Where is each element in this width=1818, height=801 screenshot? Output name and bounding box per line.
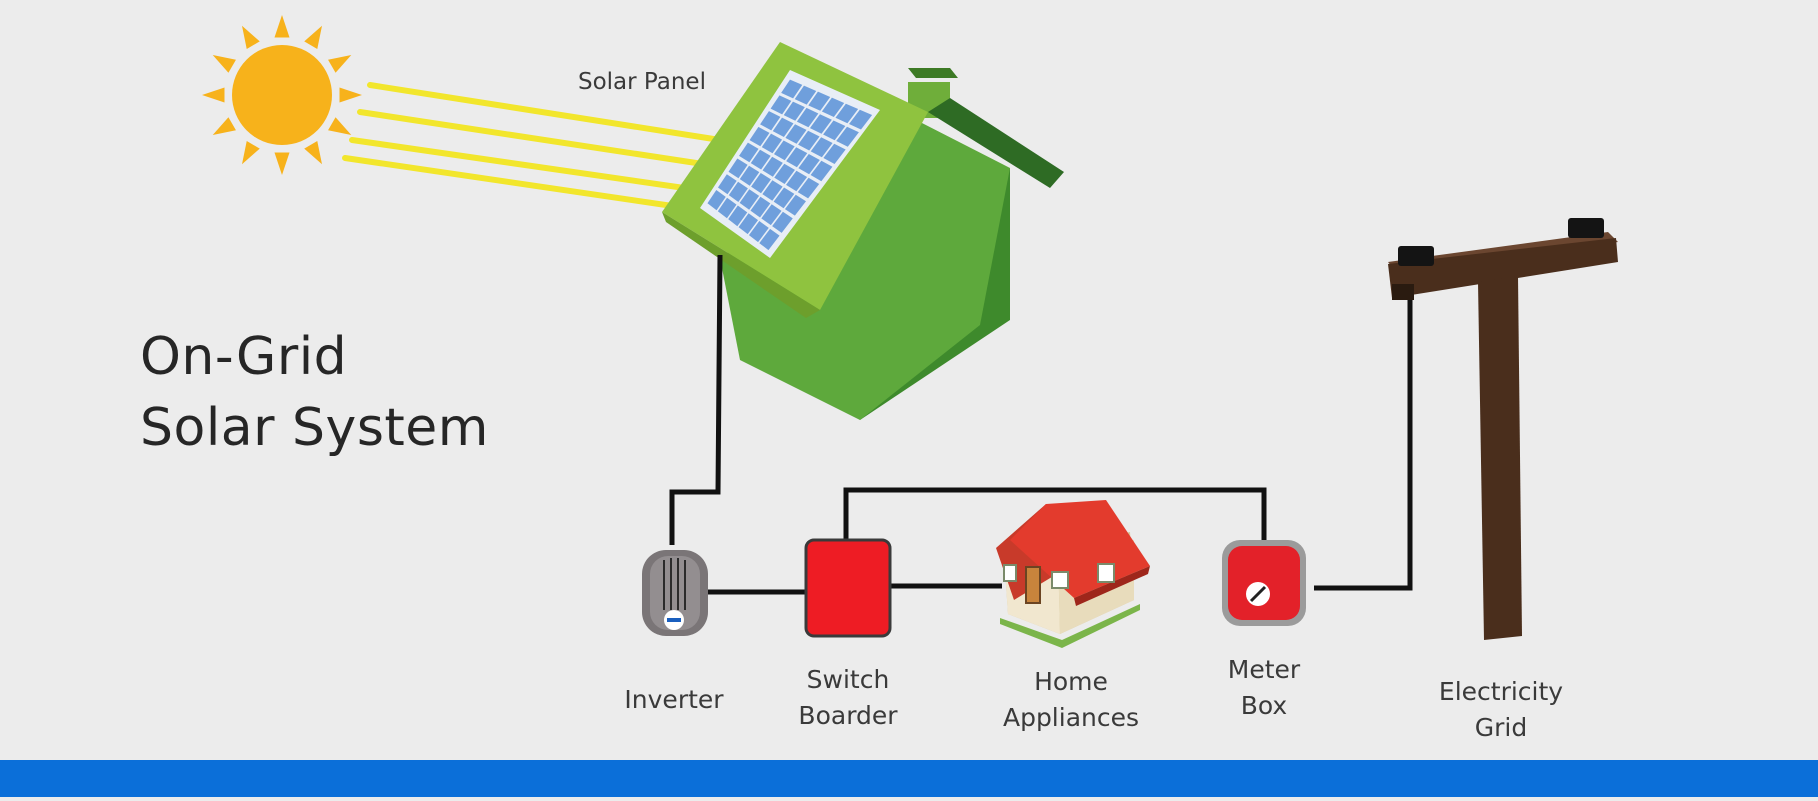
label-meter-box-line2: Box <box>1240 691 1288 720</box>
solar-cell <box>774 163 795 184</box>
sun-icon <box>202 15 362 175</box>
solar-cell <box>738 213 759 235</box>
solar-cell <box>786 147 808 168</box>
solar-cell <box>810 137 833 158</box>
sun-ray <box>304 141 322 165</box>
label-home-appliances-line2: Appliances <box>1002 703 1140 732</box>
inverter-icon <box>642 550 708 636</box>
label-switch-boarder-line1: Switch <box>806 665 890 694</box>
solar-cell <box>785 124 807 144</box>
solar-cell <box>751 172 771 194</box>
solar-cell <box>786 170 808 192</box>
label-inverter: Inverter <box>624 685 724 714</box>
label-switch-boarder: Switch Boarder <box>775 662 921 734</box>
solar-cell <box>783 101 805 121</box>
solar-cell <box>707 189 726 211</box>
solar-cell <box>810 160 833 182</box>
wiring <box>669 254 1413 595</box>
home-appliances-icon <box>996 500 1150 648</box>
solar-cell <box>773 140 795 161</box>
solar-cell <box>809 114 832 134</box>
solar-cell <box>717 197 737 219</box>
label-home-appliances: Home Appliances <box>983 664 1159 736</box>
solar-cell <box>798 153 820 175</box>
solar-panel-icon <box>700 70 880 258</box>
electricity-pole-icon <box>1388 218 1618 640</box>
label-electricity-grid: Electricity Grid <box>1416 674 1586 746</box>
solar-cell <box>796 107 819 128</box>
bottom-accent-bar <box>0 760 1818 797</box>
sunlight-beams <box>342 82 723 213</box>
label-meter-box-line1: Meter <box>1227 655 1301 684</box>
solar-cell <box>797 177 820 199</box>
solar-cell <box>821 97 845 118</box>
sun-ray <box>242 25 260 49</box>
solar-cell <box>728 181 748 202</box>
solar-cell <box>823 143 846 164</box>
solar-cell <box>770 95 792 115</box>
solar-cell <box>750 196 771 218</box>
sun-ray <box>202 87 225 103</box>
solar-cell <box>849 109 873 130</box>
solar-cell <box>759 228 780 251</box>
solar-cell <box>762 156 783 177</box>
sun-ray <box>274 152 290 175</box>
solar-cell <box>761 133 783 154</box>
sun-ray <box>274 15 290 38</box>
label-electricity-grid-line1: Electricity <box>1438 677 1564 706</box>
solar-cell <box>808 91 831 111</box>
solar-cell <box>836 126 859 147</box>
sun-ray <box>212 117 236 135</box>
solar-cell <box>728 205 748 227</box>
solar-cell <box>717 174 737 195</box>
sun-ray <box>304 25 322 49</box>
solar-cell <box>728 158 748 179</box>
solar-cell <box>739 189 760 210</box>
solar-cell <box>823 120 846 141</box>
solar-cell <box>760 111 781 131</box>
label-solar-panel: Solar Panel <box>578 69 706 95</box>
sun-ray <box>328 117 352 135</box>
solar-house-icon <box>662 42 1064 420</box>
solar-cell <box>739 165 760 186</box>
label-electricity-grid-line2: Grid <box>1474 713 1528 742</box>
title-line-2: Solar System <box>140 398 489 458</box>
label-switch-boarder-line2: Boarder <box>798 701 898 730</box>
switch-board-icon <box>804 538 892 638</box>
solar-cell <box>794 85 817 105</box>
sun-ray <box>242 141 260 165</box>
solar-cell <box>748 221 769 243</box>
solar-cell <box>762 180 783 201</box>
solar-cell <box>750 149 771 170</box>
sun-ray <box>212 55 236 73</box>
label-meter-box: Meter Box <box>1200 652 1328 724</box>
solar-cell <box>749 126 770 147</box>
label-home-appliances-line1: Home <box>1034 667 1108 696</box>
solar-cell <box>798 130 820 151</box>
solar-cell <box>773 187 795 209</box>
solar-cell <box>761 204 782 226</box>
solar-cell <box>772 211 793 233</box>
sun-ray <box>339 87 362 103</box>
solar-cell <box>781 79 803 99</box>
solar-cell <box>772 117 794 138</box>
sun-ray <box>328 55 352 73</box>
solar-cell <box>739 142 759 163</box>
title-line-1: On-Grid <box>140 327 348 387</box>
meter-box-icon <box>1222 540 1306 626</box>
solar-cell <box>835 103 859 124</box>
solar-cell <box>784 194 806 216</box>
